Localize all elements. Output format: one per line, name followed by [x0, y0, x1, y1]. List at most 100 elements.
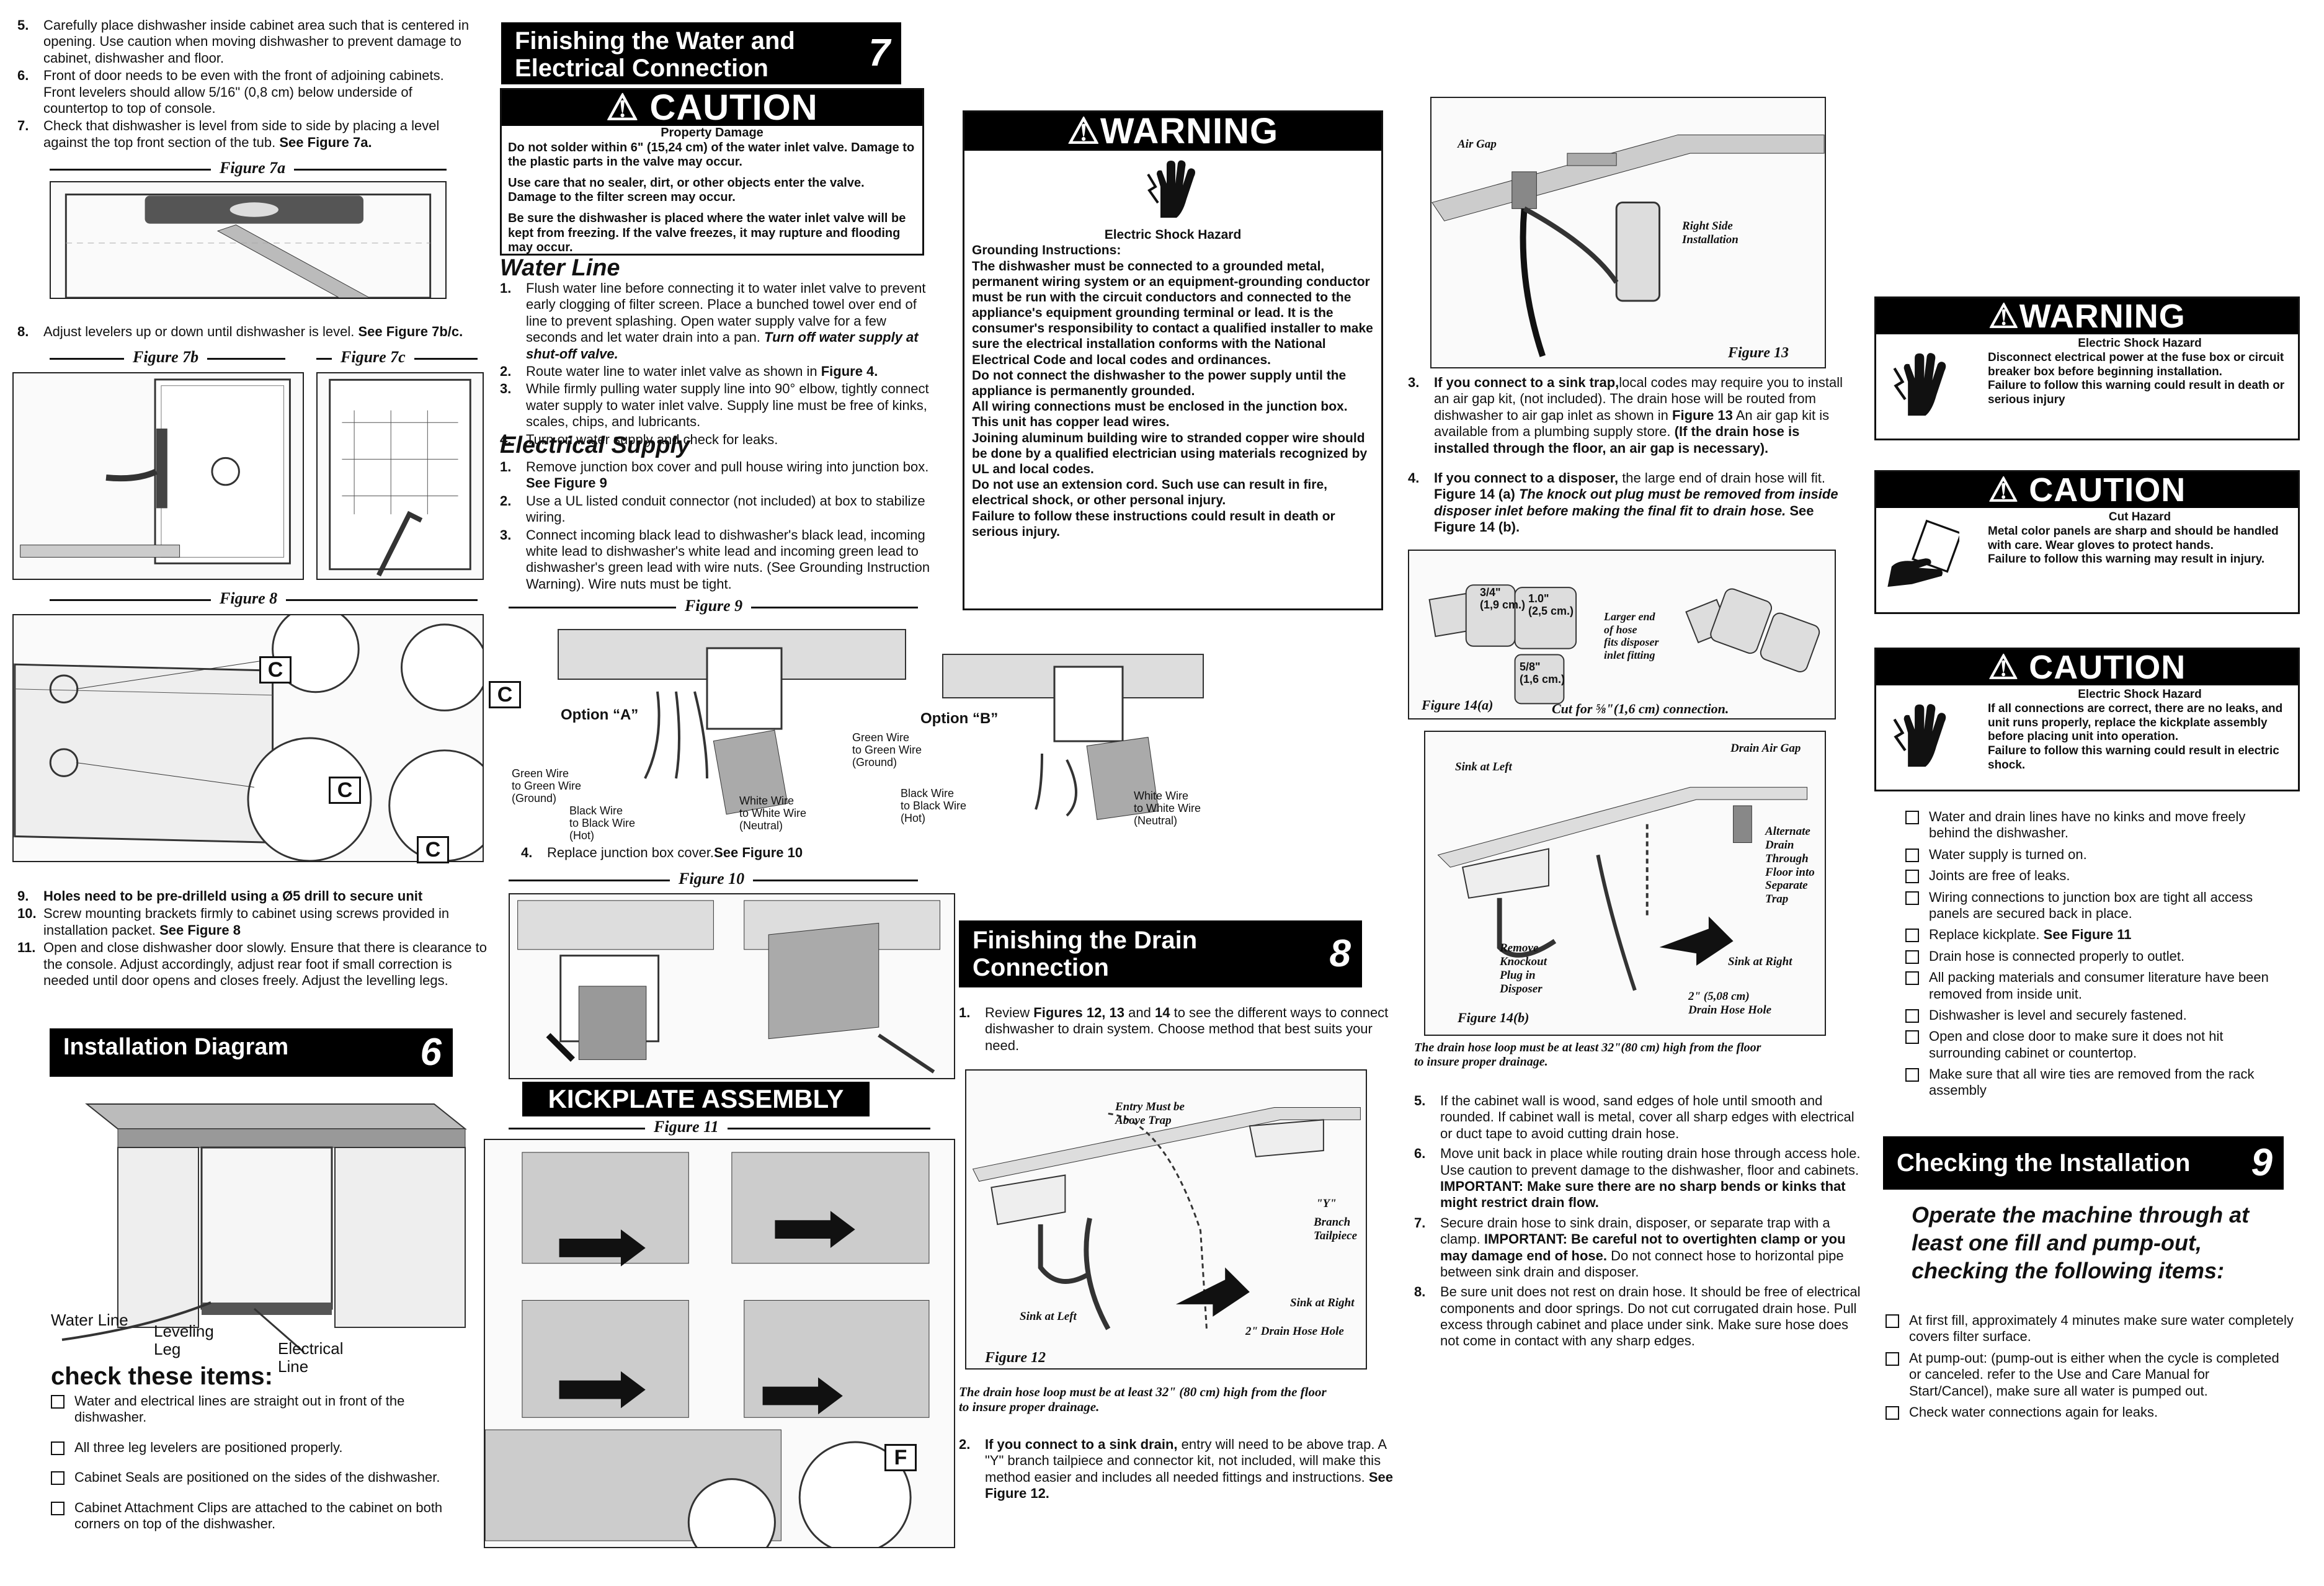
- elec-step-1: 1.Remove junction box cover and pull hou…: [500, 459, 929, 491]
- note-line: to insure proper drainage.: [959, 1399, 1100, 1415]
- warning-bar: ⚠WARNING: [1876, 298, 2298, 334]
- drain-step-1-item: 1.Review Figures 12, 13 and 14 to see th…: [959, 1005, 1389, 1053]
- check-item: Cabinet Attachment Clips are attached to…: [51, 1500, 448, 1533]
- figure-7c-illustration: [329, 378, 471, 577]
- label-line: Tailpiece: [1314, 1229, 1357, 1242]
- caution-subtitle: Cut Hazard: [2108, 510, 2171, 523]
- label-line: 1.0": [1528, 592, 1549, 605]
- label-line: Black Wire: [569, 804, 623, 817]
- drain-step-5: 5.If the cabinet wall is wood, sand edge…: [1414, 1093, 1854, 1141]
- figure-7c: [316, 372, 484, 580]
- water-step-2: 2.Route water line to water inlet valve …: [500, 363, 878, 379]
- label-line: Installation: [1682, 233, 1739, 246]
- caution-bar: ⚠ CAUTION: [1876, 472, 2298, 508]
- electrical-supply-heading: Electrical Supply: [500, 432, 690, 458]
- label-line: (1,9 cm.): [1480, 598, 1526, 611]
- label-line: Green Wire: [512, 767, 569, 780]
- installation-diagram: [37, 1079, 471, 1365]
- label-line: Trap: [1765, 893, 1789, 906]
- figure-10-illustration: [517, 900, 940, 1074]
- label-line: inlet fitting: [1604, 649, 1655, 662]
- note-line: to insure proper drainage.: [1414, 1055, 1548, 1069]
- step-6: 6.Front of door needs to be even with th…: [17, 68, 444, 116]
- caution-subtitle: Property Damage: [661, 126, 764, 140]
- water-step-1: 1.Flush water line before connecting it …: [500, 280, 926, 362]
- section-title-line1: Finishing the Water and: [515, 27, 795, 55]
- check-item: Wiring connections to junction box are t…: [1905, 889, 2290, 922]
- fig12-sink-right: Sink at Right: [1290, 1296, 1355, 1309]
- check-item-kickplate: Replace kickplate. See Figure 11: [1905, 927, 2290, 943]
- check-item: Water and drain lines have no kinks and …: [1905, 809, 2290, 842]
- water-line-heading: Water Line: [500, 255, 620, 281]
- caution-label: CAUTION: [2029, 471, 2186, 509]
- caution-body: Cut Hazard Metal color panels are sharp …: [1988, 510, 2292, 567]
- label-line: (Ground): [512, 791, 557, 804]
- label-leg: Leg: [154, 1339, 181, 1358]
- caution-line: If all connections are correct, there ar…: [1988, 702, 2283, 744]
- label-electrical: Electrical: [278, 1339, 344, 1358]
- figure-14a: [1408, 550, 1836, 719]
- warning-para: Failure to follow these instructions cou…: [972, 509, 1335, 539]
- caution-subtitle: Electric Shock Hazard: [2078, 688, 2202, 701]
- check-item: Joints are free of leaks.: [1905, 868, 2290, 884]
- callout-c: C: [417, 836, 449, 863]
- drain-step-2-item: 2.If you connect to a sink drain, entry …: [959, 1437, 1393, 1502]
- label-line: Black Wire: [901, 787, 955, 800]
- callout-c: C: [259, 656, 292, 684]
- label-line: (2,5 cm.): [1528, 604, 1574, 617]
- fig12-drain-hole: 2" Drain Hose Hole: [1245, 1325, 1344, 1338]
- figure-14b: [1424, 731, 1826, 1036]
- label-line: Through: [1765, 852, 1809, 865]
- figure-11-title: Figure 11: [645, 1118, 728, 1137]
- warning-para: The dishwasher must be connected to a gr…: [972, 259, 1373, 367]
- drain-step-3-item: 3.If you connect to a sink trap,local co…: [1408, 375, 1843, 456]
- electric-shock-hand-icon: [1893, 353, 1946, 416]
- figure-7a: [50, 181, 447, 299]
- label-line: (Hot): [901, 811, 925, 824]
- fig12-y-label: "Y": [1316, 1197, 1337, 1210]
- water-step-3: 3.While firmly pulling water supply line…: [500, 381, 929, 430]
- warning-body: Electric Shock Hazard Disconnect electri…: [1988, 337, 2292, 408]
- label-line: Green Wire: [852, 731, 910, 744]
- fig14a-dim-3: 5/8"(1,6 cm.): [1520, 661, 1565, 686]
- note-line: The drain hose loop must be at least 32"…: [1414, 1041, 1761, 1054]
- label-line: to Green Wire: [852, 743, 922, 756]
- label-line: 5/8": [1520, 661, 1541, 673]
- caution-bar: ⚠ CAUTION: [1876, 649, 2298, 685]
- label-line: (Neutral): [1134, 814, 1178, 827]
- note-line: The drain hose loop must be at least 32"…: [959, 1384, 1327, 1399]
- warning-subtitle: Electric Shock Hazard: [2078, 337, 2202, 350]
- label-line: Right Side: [1682, 220, 1733, 233]
- check-item: Water and electrical lines are straight …: [51, 1393, 448, 1426]
- fig14b-sink-right: Sink at Right: [1728, 955, 1792, 968]
- label-line: (Neutral): [739, 819, 783, 832]
- drain-step-7: 7.Secure drain hose to sink drain, dispo…: [1414, 1214, 1846, 1280]
- step-8-item: 8.Adjust levelers up or down until dishw…: [17, 324, 463, 339]
- fig14a-dim-2: 1.0"(2,5 cm.): [1528, 592, 1574, 618]
- fig14b-sink-left: Sink at Left: [1455, 760, 1512, 773]
- check-item: Check water connections again for leaks.: [1885, 1404, 2295, 1420]
- elec-step-4-item: 4.Replace junction box cover.See Figure …: [521, 845, 803, 860]
- label-line: to White Wire: [739, 806, 807, 819]
- elec-step-2: 2.Use a UL listed conduit connector (not…: [500, 492, 925, 525]
- warning-bar: ⚠WARNING: [964, 112, 1381, 151]
- check-item: At pump-out: (pump-out is either when th…: [1885, 1350, 2295, 1399]
- label-line: Disposer: [1500, 982, 1543, 996]
- label-line: (1,6 cm.): [1520, 672, 1565, 685]
- electrical-steps: 1.Remove junction box cover and pull hou…: [500, 459, 934, 594]
- warning-label: WARNING: [1100, 111, 1279, 151]
- label-line: to Black Wire: [901, 799, 967, 812]
- fig14a-cut: Cut for ⅝"(1,6 cm) connection.: [1552, 701, 1729, 716]
- warning-paragraphs: The dishwasher must be connected to a gr…: [964, 259, 1381, 540]
- callout-c: C: [489, 681, 521, 708]
- grounding-instructions-label: Grounding Instructions:: [972, 243, 1121, 257]
- label-line: to White Wire: [1134, 801, 1201, 814]
- label-line: Entry Must be: [1115, 1100, 1185, 1113]
- figure-7b-title: Figure 7b: [124, 348, 208, 367]
- check-item: Water supply is turned on.: [1905, 847, 2290, 863]
- warning-line: Disconnect electrical power at the fuse …: [1988, 350, 2284, 378]
- figure-12: [965, 1069, 1367, 1370]
